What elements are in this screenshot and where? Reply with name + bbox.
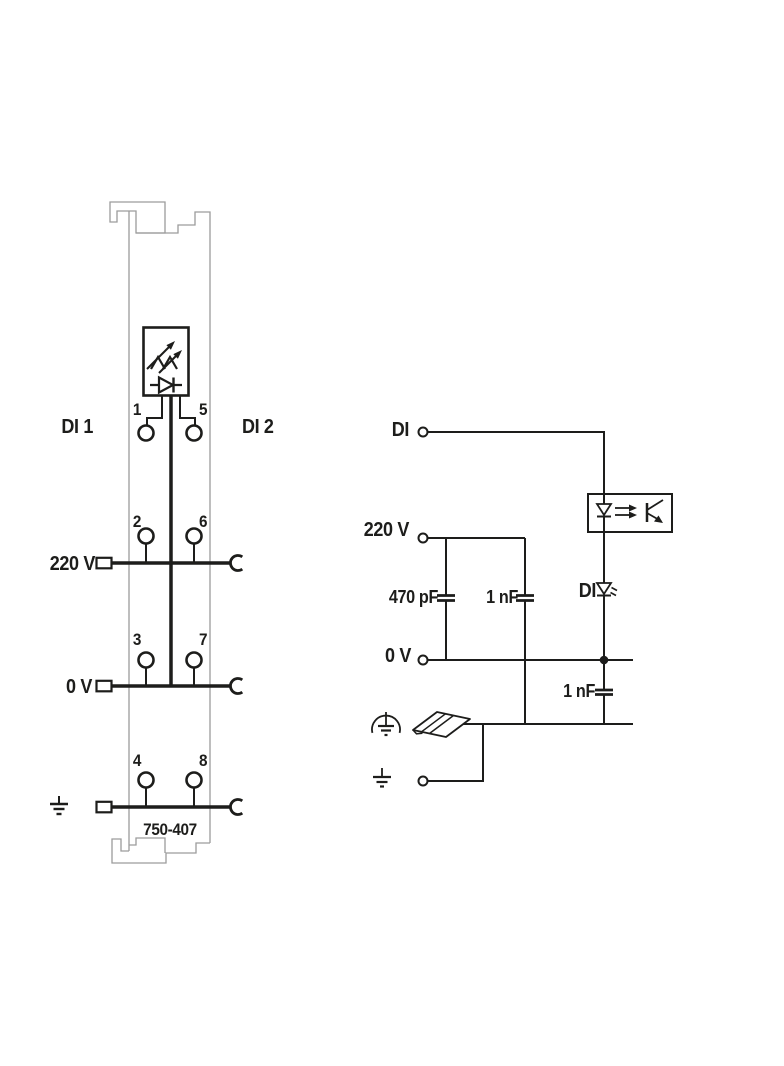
schematic-terminals — [417, 426, 429, 787]
housing-bottom-edge — [111, 838, 210, 864]
din-rail-icon — [412, 711, 471, 738]
terminal-circle-220v — [417, 532, 429, 544]
contact-stubs — [145, 543, 195, 807]
clamp-hook-icon — [229, 554, 244, 572]
capacitor-1nf-top — [516, 594, 534, 602]
module-220v-label: 220 V — [49, 553, 96, 575]
housing-top-hook — [109, 201, 166, 234]
terminal-box — [95, 556, 113, 570]
contact-1 — [137, 424, 155, 442]
housing-bottom-latch — [129, 837, 166, 853]
capacitor-470pf — [437, 594, 455, 602]
status-led-label: DI — [578, 580, 597, 602]
module-housing-outline — [109, 201, 211, 864]
contact-number-2: 2 — [132, 512, 142, 531]
capacitors — [437, 594, 613, 696]
contact-number-8: 8 — [199, 751, 208, 770]
diode-icon — [150, 375, 182, 395]
terminal-boxes — [95, 556, 113, 814]
phototransistor-icon — [645, 499, 664, 523]
terminal-box — [95, 679, 113, 693]
junction-dot — [599, 655, 609, 665]
contact-circles — [137, 424, 203, 789]
chassis-ground-icon — [371, 712, 401, 737]
module-part-number: 750-407 — [143, 820, 197, 839]
schematic-0v-label: 0 V — [385, 645, 411, 667]
wire-earth — [427, 724, 484, 782]
capacitor-1nf-bottom-label: 1 nF — [563, 681, 595, 701]
terminal-circle-0v — [417, 654, 429, 666]
contact-number-5: 5 — [199, 400, 208, 419]
optocoupler-icon — [587, 493, 673, 533]
indicator-pin-right — [179, 396, 196, 426]
led-indicator-icon — [146, 341, 182, 374]
contact-number-3: 3 — [132, 630, 142, 649]
contact-6 — [185, 527, 203, 545]
clamp-hook-icon — [229, 798, 244, 816]
earth-ground-icon — [50, 796, 68, 816]
contact-number-4: 4 — [132, 751, 142, 770]
terminal-box — [95, 800, 113, 814]
contact-3 — [137, 651, 155, 669]
module-channel-right-label: DI 2 — [242, 416, 274, 438]
terminal-circle-di — [417, 426, 429, 438]
wire-di — [427, 431, 605, 494]
contact-number-7: 7 — [199, 630, 208, 649]
bus-lines — [112, 561, 231, 809]
contact-number-6: 6 — [199, 512, 208, 531]
contact-2 — [137, 527, 155, 545]
led-icon — [595, 582, 618, 597]
indicator-box — [142, 326, 196, 426]
capacitor-1nf-top-label: 1 nF — [486, 587, 518, 607]
capacitor-1nf-bottom — [595, 688, 613, 696]
schematic-220v-label: 220 V — [363, 519, 410, 541]
module-0v-label: 0 V — [66, 676, 92, 698]
contact-4 — [137, 771, 155, 789]
contact-number-1: 1 — [132, 400, 142, 419]
contact-7 — [185, 651, 203, 669]
terminal-circle-earth — [417, 775, 429, 787]
indicator-pin-left — [146, 396, 163, 426]
clamp-hook-icon — [229, 677, 244, 695]
schematic-wires — [427, 431, 633, 782]
contact-8 — [185, 771, 203, 789]
clamp-hooks — [229, 554, 244, 816]
schematic-di-label: DI — [391, 419, 410, 441]
contact-5 — [185, 424, 203, 442]
capacitor-470pf-label: 470 pF — [388, 587, 439, 607]
earth-ground-icon — [373, 768, 391, 788]
housing-top-right-edge — [136, 211, 211, 843]
module-channel-left-label: DI 1 — [61, 416, 93, 438]
light-arrows-icon — [615, 504, 637, 519]
